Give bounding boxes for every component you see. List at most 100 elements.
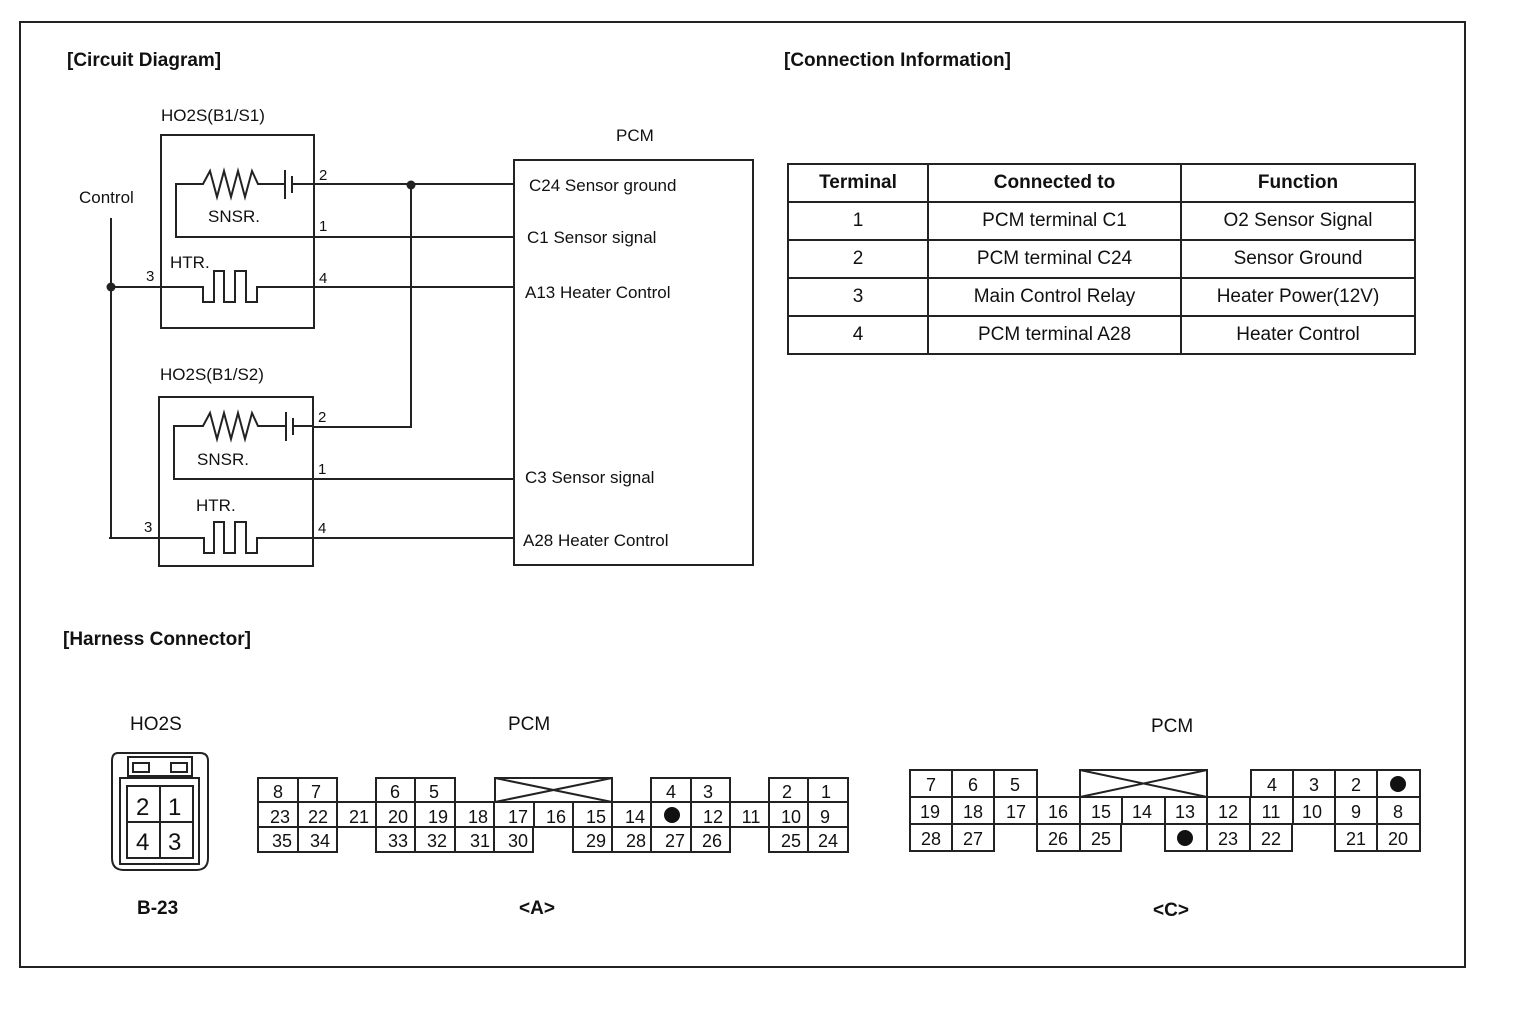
ho2s-connector-body xyxy=(111,752,209,871)
ho2s-connector-title: HO2S xyxy=(130,714,182,735)
table-cell: PCM terminal C24 xyxy=(927,239,1182,279)
pcm-c-pin: 18 xyxy=(963,802,983,822)
pcm-a-pin: 21 xyxy=(349,807,369,827)
sensor2-title: HO2S(B1/S2) xyxy=(160,365,264,384)
pcm-a-pin: 29 xyxy=(586,831,606,851)
pcm-c-pin: 27 xyxy=(963,829,983,849)
pcm-c-pin: 12 xyxy=(1218,802,1238,822)
pcm-c-pin: 25 xyxy=(1091,829,1111,849)
table-header-function: Function xyxy=(1180,163,1416,203)
pcm-c-pin: 15 xyxy=(1091,802,1111,822)
table-row: 3 Main Control Relay Heater Power(12V) xyxy=(787,277,1416,317)
table-header-row: Terminal Connected to Function xyxy=(787,163,1416,203)
table-header-connected-to: Connected to xyxy=(927,163,1182,203)
table-cell: PCM terminal C1 xyxy=(927,201,1182,241)
ho2s-pin: 3 xyxy=(168,829,181,856)
pcm-c-pin: 28 xyxy=(921,829,941,849)
pcm-a-row2-dividers xyxy=(297,802,809,827)
harness-connector-title: [Harness Connector] xyxy=(63,629,251,650)
pcm-c-pin: 21 xyxy=(1346,829,1366,849)
pcm-pin-a13: A13 Heater Control xyxy=(525,283,671,302)
pcm-pin-c1: C1 Sensor signal xyxy=(527,228,656,247)
pcm-a-pin: 8 xyxy=(273,782,283,802)
pcm-a-pin: 9 xyxy=(820,807,830,827)
pcm-a-pin: 2 xyxy=(782,782,792,802)
sensor1-pin-3: 3 xyxy=(146,268,154,285)
pcm-a-blank-pin-dot xyxy=(664,807,680,823)
sensor2-pin-4: 4 xyxy=(318,520,326,537)
circuit-diagram-title: [Circuit Diagram] xyxy=(67,50,221,71)
pcm-c-pin: 17 xyxy=(1006,802,1026,822)
pcm-c-pin: 4 xyxy=(1267,775,1277,795)
table-cell: Main Control Relay xyxy=(927,277,1182,317)
sensor1-htr-label: HTR. xyxy=(170,253,210,272)
table-row: 1 PCM terminal C1 O2 Sensor Signal xyxy=(787,201,1416,241)
pcm-a-pin: 25 xyxy=(781,831,801,851)
pcm-a-pin: 4 xyxy=(666,782,676,802)
pcm-c-pin: 10 xyxy=(1302,802,1322,822)
table-row: 4 PCM terminal A28 Heater Control xyxy=(787,315,1416,355)
pcm-c-pin: 20 xyxy=(1388,829,1408,849)
sensor2-snsr-label: SNSR. xyxy=(197,450,249,469)
pcm-a-pin: 3 xyxy=(703,782,713,802)
pcm-a-pin: 24 xyxy=(818,831,838,851)
diagram-frame xyxy=(19,21,1466,968)
pcm-a-pin: 20 xyxy=(388,807,408,827)
pcm-c-title: PCM xyxy=(1151,716,1193,737)
pcm-c-pin: 14 xyxy=(1132,802,1152,822)
junction-dot xyxy=(406,180,416,190)
pcm-a-pin: 32 xyxy=(427,831,447,851)
pcm-a-pin: 12 xyxy=(703,807,723,827)
pcm-c-pin: 26 xyxy=(1048,829,1068,849)
table-cell: Heater Power(12V) xyxy=(1180,277,1416,317)
pcm-a-pin: 27 xyxy=(665,831,685,851)
pcm-a-pin: 1 xyxy=(821,782,831,802)
pcm-a-pin: 15 xyxy=(586,807,606,827)
table-cell: 3 xyxy=(787,277,929,317)
pcm-c-pin: 5 xyxy=(1010,775,1020,795)
sensor2-pin-1: 1 xyxy=(318,461,326,478)
pcm-label: PCM xyxy=(616,126,654,145)
sensor2-htr-label: HTR. xyxy=(196,496,236,515)
sensor1-pin-4: 4 xyxy=(319,270,327,287)
connection-info-table: Terminal Connected to Function 1 PCM ter… xyxy=(787,163,1416,355)
pcm-c-pin: 2 xyxy=(1351,775,1361,795)
sensor1-title: HO2S(B1/S1) xyxy=(161,106,265,125)
pcm-a-pin: 14 xyxy=(625,807,645,827)
pcm-c-id: <C> xyxy=(1153,900,1189,921)
sensor1-snsr-label: SNSR. xyxy=(208,207,260,226)
pcm-c-pin: 23 xyxy=(1218,829,1238,849)
circuit-wiring xyxy=(109,134,754,567)
table-cell: PCM terminal A28 xyxy=(927,315,1182,355)
pcm-a-pin: 23 xyxy=(270,807,290,827)
table-cell: 4 xyxy=(787,315,929,355)
pcm-a-pin: 6 xyxy=(390,782,400,802)
ho2s-pin: 4 xyxy=(136,829,149,856)
table-cell: O2 Sensor Signal xyxy=(1180,201,1416,241)
pcm-a-id: <A> xyxy=(519,898,555,919)
pcm-a-pin: 34 xyxy=(310,831,330,851)
junction-dot xyxy=(106,282,116,292)
table-header-terminal: Terminal xyxy=(787,163,929,203)
pcm-a-pin: 7 xyxy=(311,782,321,802)
pcm-c-connector-body xyxy=(909,769,1421,852)
table-cell: 1 xyxy=(787,201,929,241)
pcm-c-pin: 6 xyxy=(968,775,978,795)
ho2s-pin: 1 xyxy=(168,794,181,821)
pcm-c-row2-dividers xyxy=(951,797,1378,824)
pcm-a-pin: 17 xyxy=(508,807,528,827)
pcm-a-pin: 33 xyxy=(388,831,408,851)
pcm-c-blank-pin-dot xyxy=(1177,830,1193,846)
ho2s-connector-id: B-23 xyxy=(137,898,178,919)
pcm-c-pin: 8 xyxy=(1393,802,1403,822)
pcm-a-pin: 30 xyxy=(508,831,528,851)
table-cell: 2 xyxy=(787,239,929,279)
pcm-c-pin: 3 xyxy=(1309,775,1319,795)
table-row: 2 PCM terminal C24 Sensor Ground xyxy=(787,239,1416,279)
pcm-c-pin: 9 xyxy=(1351,802,1361,822)
pcm-a-pin: 28 xyxy=(626,831,646,851)
pcm-a-pin: 5 xyxy=(429,782,439,802)
pcm-a-pin: 22 xyxy=(308,807,328,827)
